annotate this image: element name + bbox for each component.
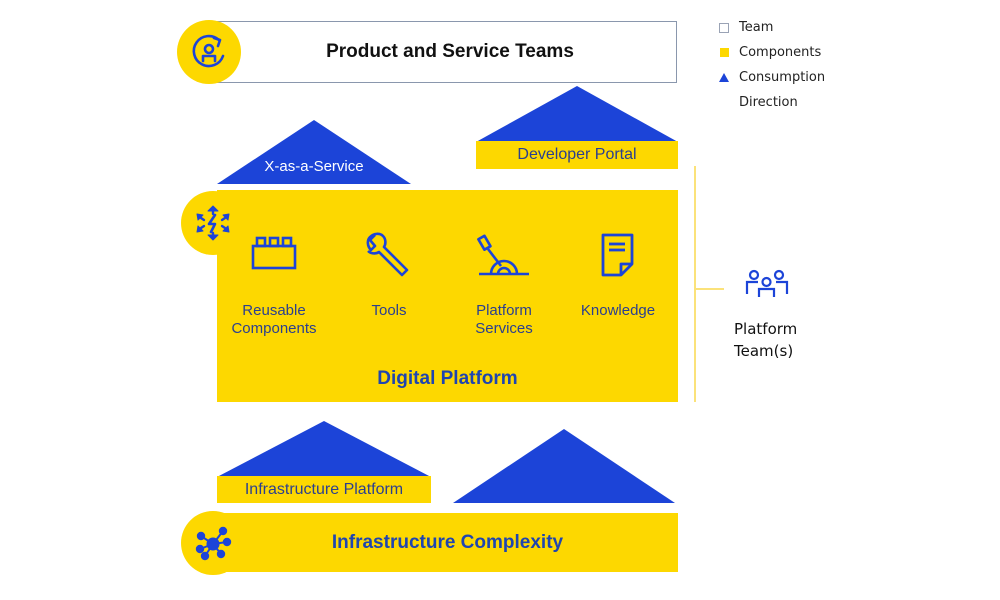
square-outline-icon <box>718 22 730 33</box>
xaas-consumption-triangle: X-as-a-Service <box>217 120 411 184</box>
user-cycle-icon <box>177 20 241 84</box>
platform-services-label: Platform Services <box>475 302 533 337</box>
product-service-teams-title: Product and Service Teams <box>326 41 574 62</box>
legend-item-components: Components <box>718 40 825 65</box>
legend-label: Direction <box>739 95 798 110</box>
knowledge-label: Knowledge <box>580 302 656 319</box>
lever-icon <box>477 234 531 283</box>
legend: Team Components Consumption Direction <box>718 15 825 115</box>
platform-team-connector-horizontal <box>696 288 724 290</box>
network-hub-icon <box>181 511 245 575</box>
legend-item-consumption: Consumption <box>718 65 825 90</box>
direct-consumption-triangle <box>453 429 675 503</box>
tools-label: Tools <box>371 302 407 319</box>
legend-item-direction: Direction <box>718 90 825 115</box>
square-filled-icon <box>718 48 730 57</box>
infrastructure-complexity-box: Infrastructure Complexity <box>217 513 678 572</box>
legend-item-team: Team <box>718 15 825 40</box>
product-service-teams-box: Product and Service Teams <box>213 21 677 83</box>
infrastructure-platform-consumption-triangle <box>217 421 431 477</box>
building-block-icon <box>251 234 297 275</box>
platform-teams-label: Platform Team(s) <box>734 320 798 360</box>
infrastructure-platform-label: Infrastructure Platform <box>244 480 404 498</box>
infrastructure-complexity-title: Infrastructure Complexity <box>331 531 564 553</box>
legend-label: Components <box>739 45 822 60</box>
xaas-label: X-as-a-Service <box>264 158 364 175</box>
reusable-components-label: Reusable Components <box>231 302 317 337</box>
developer-portal-label: Developer Portal <box>517 146 637 163</box>
digital-platform-box: Reusable Components Tools Platform Servi… <box>217 190 678 402</box>
triangle-icon <box>718 73 730 82</box>
distributed-arrows-icon <box>181 191 245 255</box>
infrastructure-platform-bar: Infrastructure Platform <box>217 476 431 503</box>
developer-portal-bar: Developer Portal <box>476 141 678 169</box>
document-icon <box>600 232 636 283</box>
developer-portal-consumption-triangle <box>476 86 678 142</box>
legend-label: Consumption <box>739 70 826 85</box>
wrench-icon <box>365 232 411 283</box>
platform-team-connector-vertical <box>694 166 696 402</box>
people-group-icon <box>745 268 789 303</box>
digital-platform-title: Digital Platform <box>377 368 518 389</box>
legend-label: Team <box>739 20 774 35</box>
